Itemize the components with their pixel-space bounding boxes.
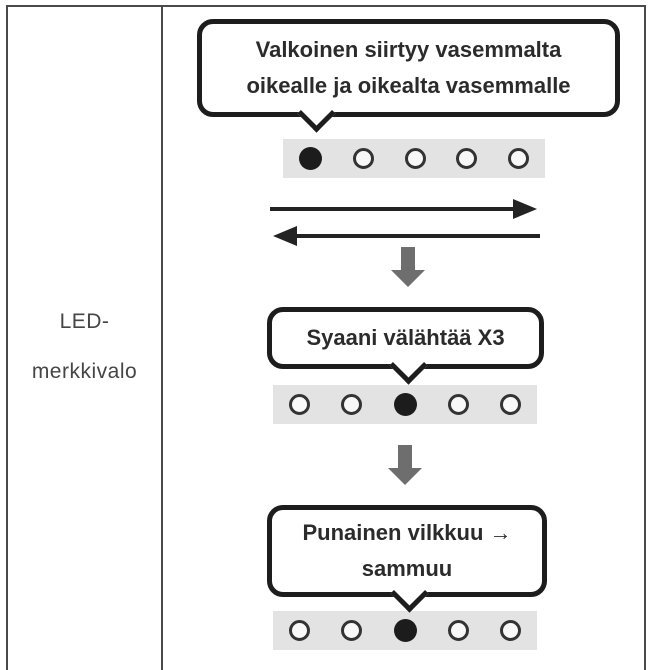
led-strip-row-2 [273, 385, 537, 424]
led-dot-off [456, 148, 478, 169]
led-dot-on [393, 393, 417, 416]
led-dot-off [289, 394, 310, 415]
row-label-line-1: LED- [59, 310, 110, 333]
arrow-shaft [289, 234, 540, 238]
callout-text-line: Valkoinen siirtyy vasemmalta [255, 37, 562, 62]
arrow-head [513, 199, 537, 219]
callout-white-moves: Valkoinen siirtyy vasemmalta oikealle ja… [197, 19, 620, 133]
led-dot-off [289, 620, 310, 641]
led-dot-off [404, 148, 426, 169]
arrow-shaft [270, 207, 521, 211]
led-dot-off [341, 620, 363, 641]
arrow-head [273, 226, 297, 246]
led-dot-on [393, 619, 417, 642]
led-dot-on [299, 147, 322, 170]
arrow-head [388, 468, 422, 485]
led-status-table: LED- merkkivalo Valkoinen siirtyy vasemm… [6, 5, 646, 670]
callout-red-blinks-off: Punainen vilkkuu → sammuu [267, 505, 547, 613]
led-dot-off [341, 394, 363, 415]
led-dot-off [500, 620, 521, 641]
row-label-line-2: merkkivalo [31, 360, 138, 383]
callout-text-line: oikealle ja oikealta vasemmalle [246, 73, 571, 98]
led-strip-row-3 [273, 611, 537, 650]
callout-text-line: Syaani välähtää X3 [306, 325, 505, 350]
arrow-stem [398, 445, 412, 468]
led-dot-off [447, 620, 469, 641]
led-strip-row-1 [283, 139, 545, 178]
callout-cyan-flashes: Syaani välähtää X3 [267, 307, 544, 385]
arrow-stem [401, 247, 415, 270]
arrow-down-icon [388, 445, 422, 485]
arrow-down-icon [391, 247, 425, 287]
row-header-cell: LED- merkkivalo [8, 7, 163, 670]
arrow-left-icon [273, 226, 540, 246]
callout-text-line: Punainen vilkkuu → [302, 520, 512, 545]
arrow-right-icon [270, 199, 537, 219]
led-dot-off [447, 394, 469, 415]
led-dot-off [500, 394, 521, 415]
led-dot-off [352, 148, 374, 169]
diagram-cell: Valkoinen siirtyy vasemmalta oikealle ja… [163, 7, 644, 670]
row-label: LED- merkkivalo [8, 297, 161, 397]
led-dot-off [508, 148, 529, 169]
arrow-head [391, 270, 425, 287]
